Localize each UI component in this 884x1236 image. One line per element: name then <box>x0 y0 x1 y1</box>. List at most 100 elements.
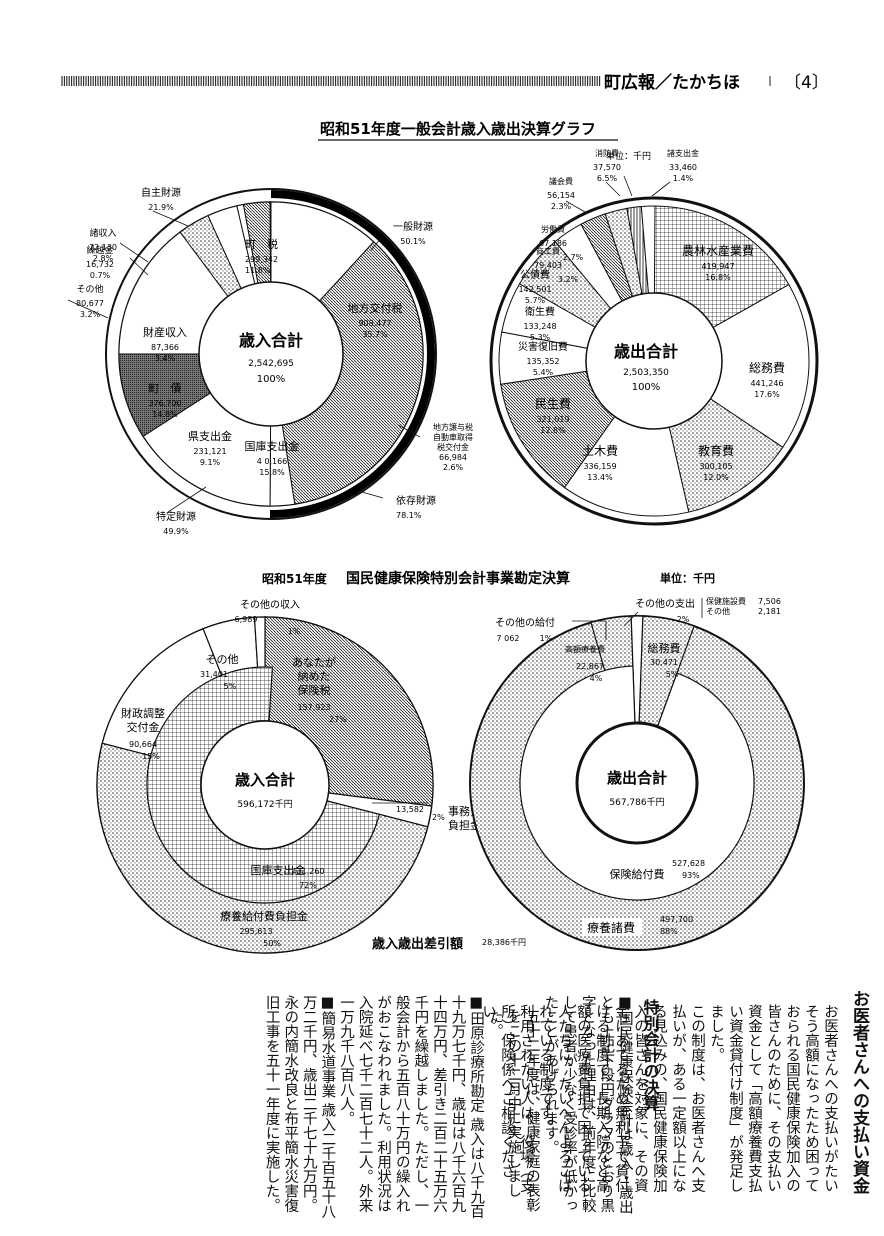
article2-title: お医者さんへの支払い資金 <box>849 990 869 1194</box>
expenditure-item-label: 農林水産業費 <box>682 243 754 258</box>
nhi-expenditure-item-label: 保健施設費 <box>706 596 746 606</box>
revenue-item-pct: 35.7% <box>362 330 388 339</box>
chart2-title: 国民健康保険特別会計事業勘定決算 <box>346 570 570 587</box>
revenue-item-value: 72,130 <box>89 243 117 252</box>
nhi-revenue-item-pct: 2% <box>432 813 445 822</box>
leader-line <box>361 491 384 499</box>
nhi-expenditure-item-label: 療養諸費 <box>587 920 635 935</box>
expenditure-item-value: 336,159 <box>583 462 616 471</box>
balance-label: 歳入歳出差引額 <box>372 936 463 952</box>
expenditure-item-value: 37,570 <box>593 163 621 172</box>
article1-paragraph-4: ■簡易水道事業 歳入二千百五十八万二千円、歳出二千七十九万円。永の内簡水改良と布… <box>263 995 336 1219</box>
revenue-item-label: 税交付金 <box>437 442 469 452</box>
revenue-item-pct: 2.6% <box>443 463 464 472</box>
nhi-expenditure-item-pct: 88% <box>660 927 678 936</box>
expenditure-item-value: 56,154 <box>547 191 575 200</box>
nhi-expenditure-item-value: 22,867 <box>576 662 604 671</box>
revenue-item-label: 諸収入 <box>89 227 116 239</box>
nhi-expenditure-item-pct: 5% <box>666 670 679 679</box>
nhi-expenditure-item-value: 2,181 <box>758 607 781 616</box>
article1-title: 特別会計の決算 <box>640 999 660 1111</box>
nhi-revenue-item-value: 431,260 <box>291 867 324 876</box>
nhi-revenue-item-value: 6,989 <box>235 615 258 624</box>
nhi-revenue-item-pct: 72% <box>299 881 317 890</box>
nhi-revenue-item-value: 31,401 <box>200 670 228 679</box>
revenue-item-label: その他 <box>76 283 103 295</box>
revenue-item-value: 231,121 <box>193 447 226 456</box>
expenditure-item-label: 災害復旧費 <box>518 340 568 353</box>
revenue-group-label: 一般財源 <box>393 220 433 233</box>
nhi-revenue-item-label: 財政調整 <box>121 706 165 720</box>
expenditure-item-pct: 5.4% <box>533 368 554 377</box>
expenditure-item-value: 419,947 <box>701 262 734 271</box>
article-special-accounts: 特別会計の決算 ■国民健康保険会計は歳入・歳出とも上記下段円グラフのとおり黒字と… <box>262 995 660 1220</box>
leader-line <box>605 181 621 197</box>
revenue-item-label: 町 税 <box>245 237 278 251</box>
nhi-revenue-item-pct: 15% <box>142 752 160 761</box>
revenue-center-value: 2,542,695 <box>248 359 294 369</box>
nhi-expenditure-item-label: 保険給付費 <box>610 867 665 881</box>
nhi-revenue-item-label: 国庫支出金 <box>251 863 306 877</box>
nhi-expenditure-item-value: 7,506 <box>758 597 781 606</box>
leader-line <box>623 611 639 627</box>
article2-paragraph-2: この制度は、お医者さんへ支払いが、ある一定額以上になる見込みの、国民健康保険加入… <box>537 1004 705 1193</box>
expenditure-item-value: 67,186 <box>539 239 567 248</box>
nhi-expenditure-item-label: 総務費 <box>648 641 681 655</box>
nhi-revenue-center-value: 596,172千円 <box>237 799 292 810</box>
revenue-item-label: 地方譲与税 <box>433 422 473 432</box>
expenditure-item-label: 教育費 <box>698 443 734 458</box>
revenue-center-pct: 100% <box>257 374 286 385</box>
nhi-expenditure-item-label: 高額療養費 <box>565 644 605 654</box>
nhi-expenditure-item-label: その他の支出 <box>635 597 695 610</box>
expenditure-item-pct: 17.6% <box>754 390 780 399</box>
expenditure-item-label: 商工費 <box>536 246 560 256</box>
expenditure-item-pct: 6.5% <box>597 174 618 183</box>
expenditure-item-label: 総務費 <box>749 360 785 375</box>
revenue-item-label: 国庫支出金 <box>245 439 300 453</box>
expenditure-item-pct: 5.3% <box>530 333 551 342</box>
nhi-revenue-item-label: あなたが <box>292 655 336 669</box>
expenditure-item-label: 労働費 <box>541 224 565 234</box>
nhi-expenditure-item-value: 497,700 <box>660 915 693 924</box>
revenue-item-label: 自動車取得 <box>433 432 473 442</box>
label-backdrop <box>582 918 642 936</box>
expenditure-item-label: 諸支出金 <box>667 148 699 158</box>
nhi-revenue-item-value: 13,582 <box>396 805 424 814</box>
center-circle <box>585 292 723 430</box>
revenue-group-pct: 49.9% <box>163 527 189 536</box>
expenditure-item-pct: 1.4% <box>673 174 694 183</box>
expenditure-item-value: 79,403 <box>534 261 562 270</box>
expenditure-item-value: 135,352 <box>526 357 559 366</box>
nhi-revenue-donut-chart: 歳入合計596,172千円あなたが納めた保険税157,92327%13,5822… <box>96 598 481 954</box>
nhi-expenditure-item-label: その他 <box>706 606 730 616</box>
revenue-item-pct: 0.7% <box>90 271 111 280</box>
revenue-item-pct: 11.8% <box>245 266 271 275</box>
article2-paragraph-3: 利用されたい人は、役場（支所）保険係へご相談ください。 <box>480 1004 534 1193</box>
nhi-revenue-item-label: 負担金 <box>448 818 481 832</box>
leader-line <box>651 181 671 197</box>
revenue-item-value: 908,477 <box>358 319 391 328</box>
header-stripe-rule <box>61 76 771 86</box>
header-title: 町広報／たかちほ <box>604 72 740 93</box>
nhi-expenditure-item-pct: 4% <box>590 674 603 683</box>
nhi-revenue-item-pct: 5% <box>224 682 237 691</box>
header-page-number: 〔4〕 <box>784 73 829 93</box>
nhi-expenditure-item-label: その他の給付 <box>495 616 555 629</box>
nhi-revenue-item-label: その他の収入 <box>240 598 300 611</box>
expenditure-item-value: 33,460 <box>669 163 697 172</box>
expenditure-item-label: 衛生費 <box>525 305 555 318</box>
expenditure-item-pct: 5.7% <box>525 296 546 305</box>
nhi-revenue-item-label: その他 <box>206 653 239 666</box>
revenue-group-pct: 50.1% <box>400 237 426 246</box>
revenue-item-value: 4 0,166 <box>257 457 288 466</box>
leader-line <box>119 242 149 263</box>
revenue-item-label: 繰越金 <box>86 244 113 256</box>
nhi-expenditure-item-value: 30,471 <box>650 658 678 667</box>
header: 町広報／たかちほ 〔4〕 <box>61 72 829 93</box>
revenue-item-label: 県支出金 <box>188 429 232 443</box>
expenditure-item-label: 議会費 <box>549 176 573 186</box>
nhi-expenditure-center-value: 567,786千円 <box>609 797 664 808</box>
revenue-item-value: 66,984 <box>439 453 467 462</box>
article1-paragraph-1: ■国民健康保険会計は歳入・歳出とも上記下段円グラフのとおり黒字となった理由は、前… <box>542 995 633 1214</box>
revenue-item-pct: 2.8% <box>93 254 114 263</box>
